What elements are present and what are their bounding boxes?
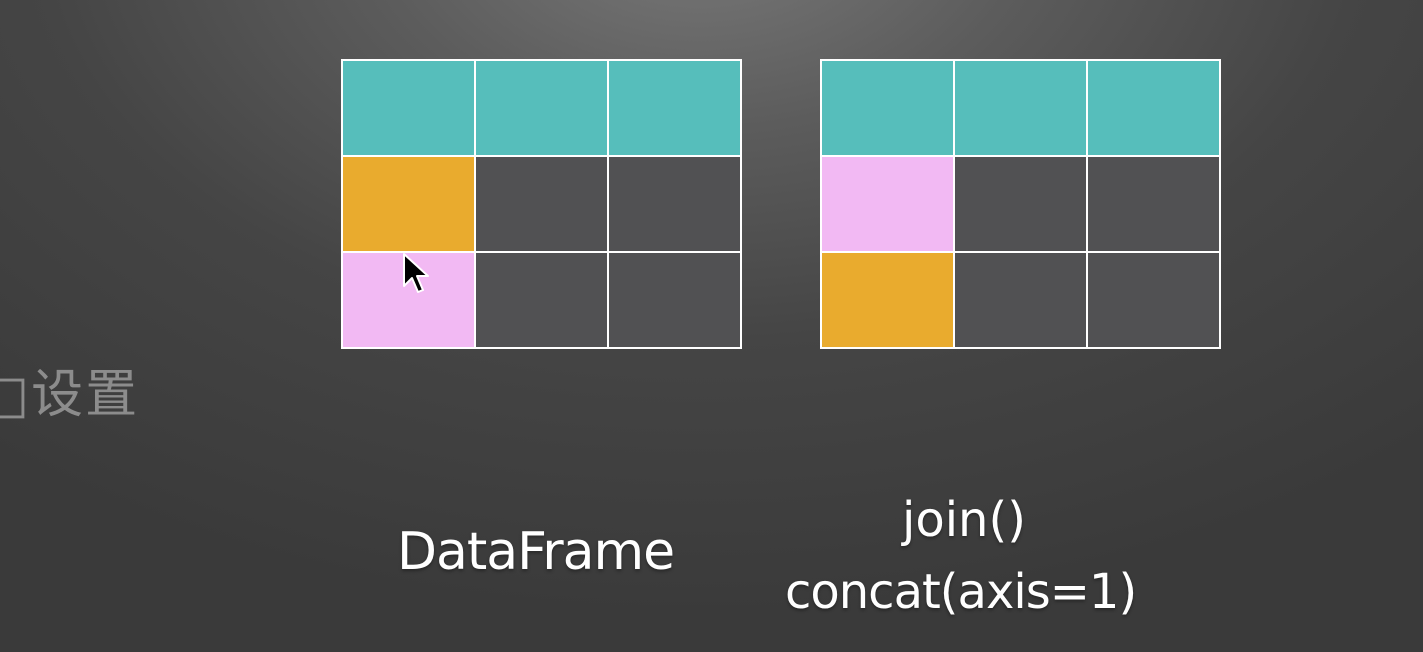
left-cell-r2c1 xyxy=(343,157,474,251)
left-cell-r2c3 xyxy=(609,157,740,251)
join-method-label: join() xyxy=(902,492,1026,548)
left-cell-r1c3 xyxy=(609,61,740,155)
dataframe-left-grid xyxy=(341,59,742,349)
right-cell-r3c1 xyxy=(822,253,953,347)
right-cell-r3c3 xyxy=(1088,253,1219,347)
left-cell-r1c1 xyxy=(343,61,474,155)
left-cell-r2c2 xyxy=(476,157,607,251)
right-cell-r2c2 xyxy=(955,157,1086,251)
left-cell-r3c2 xyxy=(476,253,607,347)
right-cell-r3c2 xyxy=(955,253,1086,347)
left-cell-r1c2 xyxy=(476,61,607,155)
dataframe-right-grid xyxy=(820,59,1221,349)
dataframe-label: DataFrame xyxy=(397,522,675,582)
side-heading-fragment: □设置 xyxy=(0,365,140,425)
right-cell-r1c3 xyxy=(1088,61,1219,155)
right-cell-r1c1 xyxy=(822,61,953,155)
concat-method-label: concat(axis=1) xyxy=(785,564,1137,620)
right-cell-r1c2 xyxy=(955,61,1086,155)
right-cell-r2c1 xyxy=(822,157,953,251)
right-cell-r2c3 xyxy=(1088,157,1219,251)
arrow-pointer-icon xyxy=(403,253,429,293)
left-cell-r3c3 xyxy=(609,253,740,347)
